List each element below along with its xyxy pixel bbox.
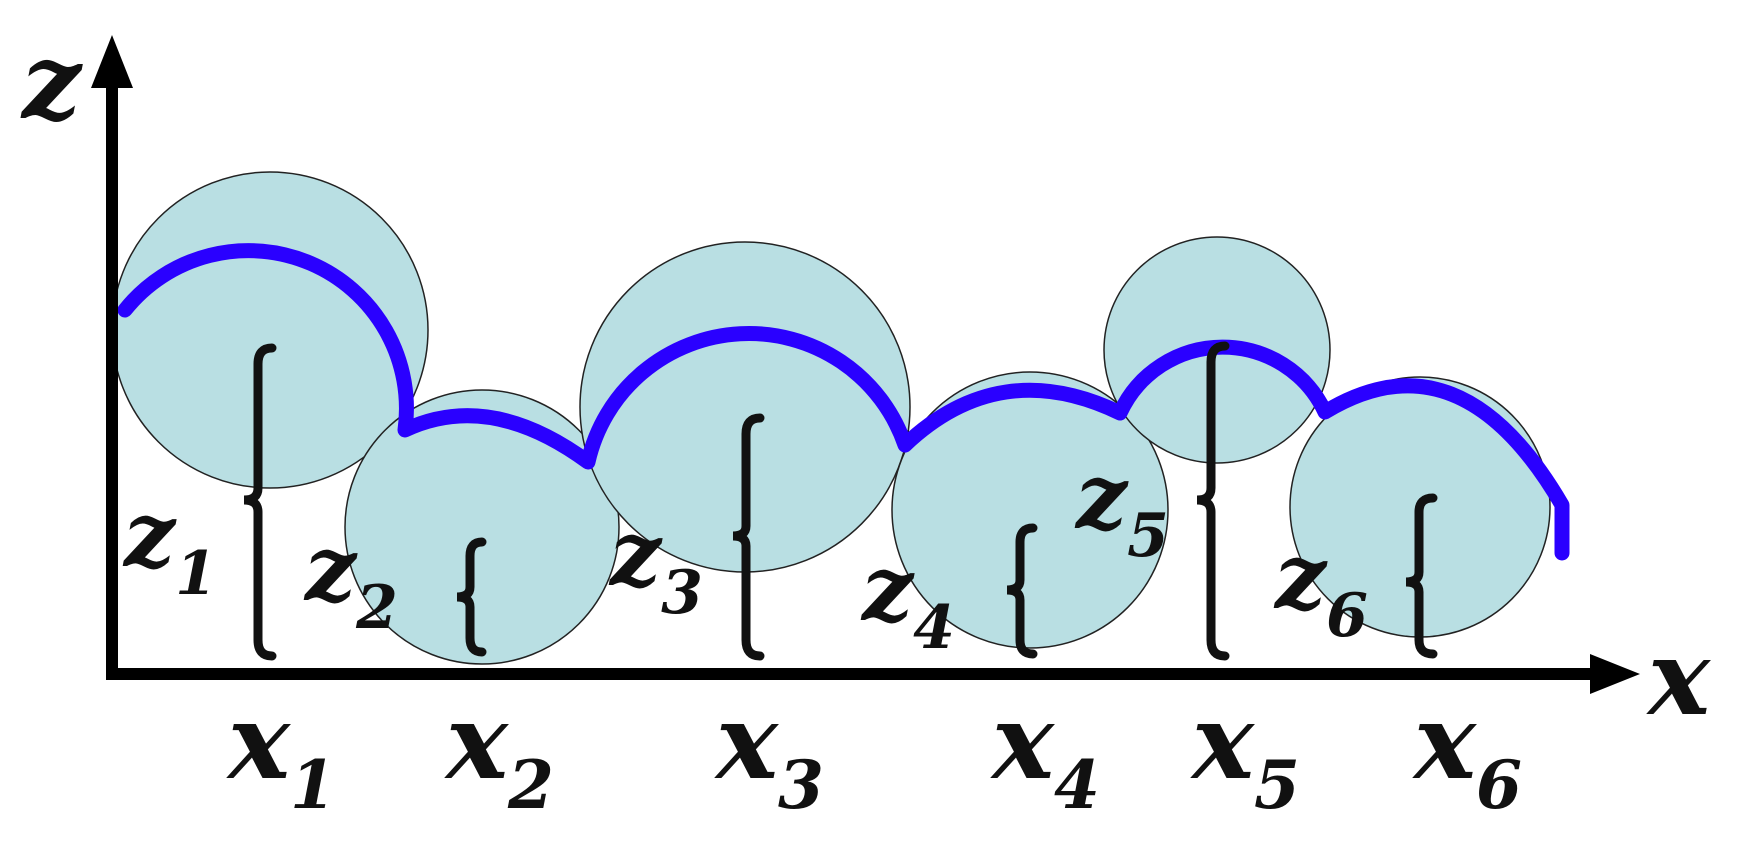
z-axis-arrowhead <box>91 35 133 88</box>
x-axis-arrowhead <box>1590 654 1640 694</box>
z-axis-label: z <box>20 20 83 143</box>
z-label-5: z5 <box>1074 444 1169 571</box>
x-label-1: x1 <box>226 680 336 824</box>
surface-outline <box>117 243 1570 561</box>
brace-z6 <box>1405 493 1438 659</box>
z-label-3: z3 <box>608 501 703 628</box>
brace-z2 <box>456 537 487 657</box>
grain-circle-2 <box>344 389 620 665</box>
brace-z4 <box>1006 523 1038 659</box>
brace-z1 <box>243 343 277 661</box>
z-label-4: z4 <box>860 536 955 663</box>
brace-z5 <box>1196 341 1230 661</box>
x-label-2: x2 <box>444 680 554 824</box>
axis-left-mask <box>0 0 108 868</box>
x-label-5: x5 <box>1190 680 1300 824</box>
z-label-6: z6 <box>1273 524 1368 651</box>
grain-circles <box>111 171 1551 665</box>
brace-z3 <box>732 413 765 661</box>
grain-circle-4 <box>891 371 1169 649</box>
x-label-3: x3 <box>714 680 824 824</box>
x-label-4: x4 <box>990 680 1100 824</box>
z-label-2: z2 <box>303 516 398 643</box>
x-label-6: x6 <box>1412 680 1522 824</box>
z-label-1: z1 <box>122 482 217 609</box>
x-axis-label: x <box>1646 616 1711 739</box>
axes <box>91 35 1640 694</box>
height-braces <box>243 341 1438 661</box>
